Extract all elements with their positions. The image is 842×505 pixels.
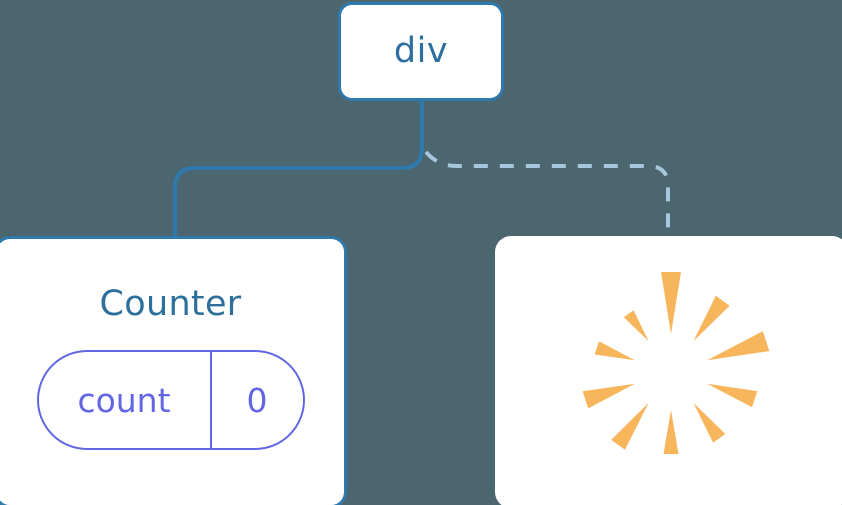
sparkle-ray (623, 310, 649, 342)
sparkle-ray-group (582, 272, 770, 454)
node-div[interactable]: div (338, 2, 504, 101)
prop-pill-key-label: count (77, 380, 171, 420)
node-burst[interactable] (495, 236, 842, 505)
sparkle-ray (693, 295, 730, 342)
edge-div-to-burst (424, 150, 670, 238)
node-div-label: div (393, 31, 449, 71)
sparkle-ray (707, 331, 770, 361)
node-counter[interactable]: Counter count 0 (0, 236, 347, 505)
sparkle-ray (693, 402, 726, 443)
sparkle-ray (582, 383, 635, 409)
prop-pill-value-label: 0 (246, 380, 268, 420)
sparkle-ray (594, 341, 635, 361)
edge-div-to-counter (173, 100, 424, 238)
prop-pill-key-cell: count (39, 352, 212, 448)
sparkle-burst-icon (582, 272, 770, 454)
sparkle-ray (663, 410, 679, 454)
sparkle-ray (707, 383, 758, 408)
node-counter-label: Counter (99, 284, 242, 324)
sparkle-ray (661, 272, 681, 334)
prop-pill-value-cell: 0 (212, 352, 303, 448)
prop-pill-count[interactable]: count 0 (36, 350, 305, 450)
sparkle-ray (611, 402, 649, 450)
